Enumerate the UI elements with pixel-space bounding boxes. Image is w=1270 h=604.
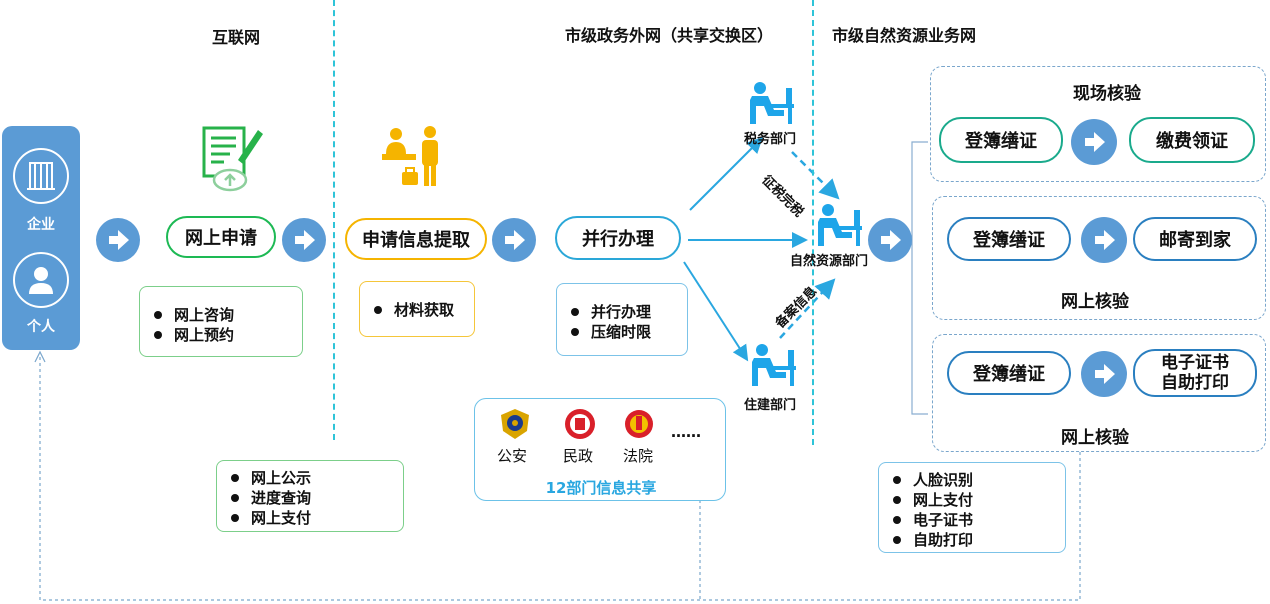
bottom-left-features-box: 网上公示 进度查询 网上支付 <box>216 460 404 532</box>
arrow-right-icon <box>282 218 326 262</box>
mail-deliver: 邮寄到家 <box>1133 217 1257 261</box>
step-parallel: 并行办理 <box>555 216 681 260</box>
list-item: 网上公示 <box>229 468 403 488</box>
zone-divider-left <box>333 0 335 440</box>
onsite-pay-collect: 缴费领证 <box>1129 117 1255 163</box>
onsite-register: 登簿缮证 <box>939 117 1063 163</box>
ecert-self-print: 电子证书 自助打印 <box>1133 349 1257 397</box>
list-item: 网上预约 <box>152 325 302 345</box>
ecert-line1: 电子证书 <box>1161 353 1229 373</box>
arrow-right-icon <box>1071 119 1117 165</box>
mail-register: 登簿缮证 <box>947 217 1071 261</box>
group-mail: 登簿缮证 邮寄到家 网上核验 <box>932 196 1266 320</box>
zone-title-exchange: 市级政务外网（共享交换区） <box>565 26 774 45</box>
dept-tax: 税务部门 <box>744 132 797 147</box>
group-onsite: 现场核验 登簿缮证 缴费领证 <box>930 66 1266 182</box>
info-share-box: 公安 民政 法院 …… 12部门信息共享 <box>474 398 726 501</box>
step-info-extract: 申请信息提取 <box>345 218 487 260</box>
list-item: 并行办理 <box>569 302 687 322</box>
arrow-right-icon <box>868 218 912 262</box>
applicant-panel: 企业 个人 <box>2 126 80 350</box>
flow-arrow-tax <box>689 137 763 211</box>
flow-arrow-housing <box>683 261 749 362</box>
building-icon <box>27 162 55 190</box>
arrow-right-icon <box>1081 217 1127 263</box>
group-mail-label: 网上核验 <box>1061 292 1129 312</box>
list-item: 自助打印 <box>891 530 1065 550</box>
list-item: 材料获取 <box>372 300 474 320</box>
desk-worker-icon <box>818 204 862 246</box>
arrow-right-icon <box>492 218 536 262</box>
group-ecert-label: 网上核验 <box>1061 428 1129 448</box>
list-item: 人脸识别 <box>891 470 1065 490</box>
bottom-right-features-box: 人脸识别 网上支付 电子证书 自助打印 <box>878 462 1066 553</box>
desk-worker-icon <box>750 82 794 124</box>
bracket-line <box>911 141 928 415</box>
list-item: 网上支付 <box>891 490 1065 510</box>
flow-arrow-filing <box>779 278 836 339</box>
individual-circle <box>13 252 69 308</box>
flow-arrow-tax-done <box>791 151 840 200</box>
court-emblem-icon <box>625 410 653 438</box>
group-onsite-label: 现场核验 <box>1073 84 1141 104</box>
list-item: 进度查询 <box>229 488 403 508</box>
parallel-features-box: 并行办理 压缩时限 <box>556 283 688 356</box>
civil-affairs-emblem-icon <box>565 409 595 439</box>
individual-label: 个人 <box>27 319 55 335</box>
dept-housing: 住建部门 <box>744 398 797 413</box>
share-item-court: 法院 <box>623 447 654 465</box>
apply-features-box: 网上咨询 网上预约 <box>139 286 303 357</box>
ecert-line2: 自助打印 <box>1161 373 1229 393</box>
group-ecert: 登簿缮证 电子证书 自助打印 网上核验 <box>932 334 1266 452</box>
zone-divider-right <box>812 0 814 445</box>
share-item-civil: 民政 <box>563 447 594 465</box>
list-item: 电子证书 <box>891 510 1065 530</box>
share-title: 12部门信息共享 <box>545 479 657 497</box>
list-item: 压缩时限 <box>569 322 687 342</box>
list-item: 网上支付 <box>229 508 403 528</box>
feedback-line <box>39 356 1081 601</box>
desk-worker-icon <box>752 344 796 386</box>
zone-title-internet: 互联网 <box>212 28 261 47</box>
list-item: 网上咨询 <box>152 305 302 325</box>
zone-title-business: 市级自然资源业务网 <box>832 26 977 45</box>
reception-icon <box>382 126 438 186</box>
step-online-apply: 网上申请 <box>166 216 276 258</box>
feedback-arrowhead <box>34 350 46 363</box>
ecert-register: 登簿缮证 <box>947 351 1071 395</box>
enterprise-circle <box>13 148 69 204</box>
dept-natural-resources: 自然资源部门 <box>790 254 869 269</box>
share-item-police: 公安 <box>497 447 528 465</box>
extract-features-box: 材料获取 <box>359 281 475 337</box>
person-icon <box>29 267 53 294</box>
enterprise-label: 企业 <box>27 217 55 233</box>
arrow-right-icon <box>96 218 140 262</box>
share-ellipsis: …… <box>671 423 701 441</box>
arrow-right-icon <box>1081 351 1127 397</box>
document-edit-icon <box>202 126 263 192</box>
police-emblem-icon <box>501 409 529 439</box>
